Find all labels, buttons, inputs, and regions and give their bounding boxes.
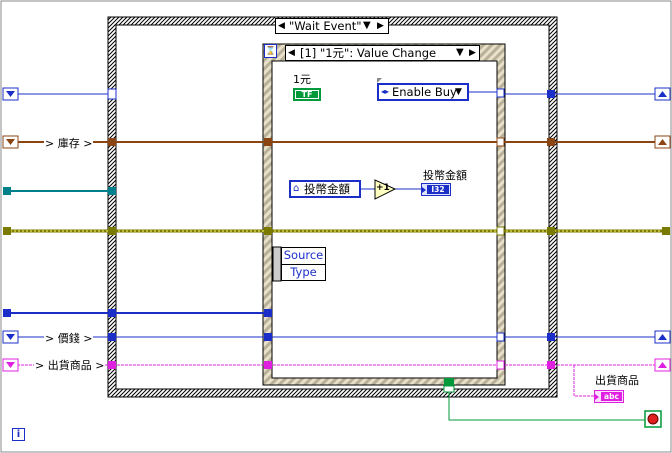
coin-indicator-caption: 投幣金額	[423, 169, 467, 182]
ev-tunnel-right-price	[496, 332, 505, 342]
inventory-wire-label: > 庫存 >	[44, 135, 94, 151]
price-wire-label: > 價錢 >	[44, 330, 94, 346]
ev-tunnel-left-blue-313	[264, 309, 272, 317]
tunnel-right-brown	[547, 138, 555, 146]
tunnel-right-price	[547, 333, 555, 341]
inner-event-prev-arrow[interactable]: ◀	[288, 48, 295, 58]
bool-control-caption: 1元	[293, 73, 311, 86]
enable-buy-arrows-icon: ◂▸	[381, 87, 390, 96]
left-terminal-blue-1[interactable]	[2, 87, 19, 101]
wire-dispensed-branch	[573, 365, 594, 397]
right-terminal-dispensed[interactable]	[654, 358, 671, 372]
right-terminal-olive[interactable]	[662, 227, 670, 235]
ev-tunnel-right-olive	[496, 226, 505, 236]
dispensed-indicator-terminal[interactable]: abc	[594, 390, 624, 403]
left-terminal-teal[interactable]	[3, 187, 11, 195]
event-data-type[interactable]: Type	[281, 264, 326, 281]
ev-tunnel-right-pink	[496, 360, 505, 370]
inner-event-timeout-terminal[interactable]: ⌛	[264, 44, 277, 58]
dispensed-indicator-type: abc	[601, 392, 622, 401]
left-terminal-inventory[interactable]	[2, 135, 19, 149]
ev-bottom-terminal	[444, 378, 454, 386]
tunnel-right-olive	[547, 227, 555, 235]
coin-local-label: 投幣金額	[304, 182, 350, 196]
ev-bottom-terminal-2	[443, 385, 455, 393]
ev-tunnel-right-blue-1	[496, 88, 505, 98]
tunnel-left-pink	[108, 361, 116, 369]
outer-case-selector[interactable]: ◀ "Wait Event" ▼ ▶	[275, 18, 389, 34]
right-terminal-inventory[interactable]	[654, 135, 671, 149]
outer-case-prev-arrow[interactable]: ◀	[278, 21, 285, 31]
event-data-type-label: Type	[290, 265, 317, 279]
tunnel-left-blue-1	[107, 88, 117, 100]
home-icon: ⌂	[293, 183, 300, 194]
ev-tunnel-right-brown	[496, 137, 505, 147]
event-data-source[interactable]: Source	[281, 247, 326, 264]
inner-event-next-arrow[interactable]: ▶	[469, 48, 476, 58]
tunnel-left-price	[108, 333, 116, 341]
event-data-node-bracket	[272, 246, 282, 282]
tunnel-left-teal	[108, 187, 116, 195]
coin-local-variable[interactable]: ⌂ 投幣金額	[289, 180, 361, 198]
left-terminal-blue-313[interactable]	[3, 309, 11, 317]
tunnel-left-brown	[108, 138, 116, 146]
outer-case-dropdown-icon[interactable]: ▼	[363, 20, 371, 31]
coin-indicator-arrow-icon	[422, 187, 426, 193]
inner-event-selector[interactable]: ◀ [1] "1元": Value Change ▼ ▶	[285, 45, 480, 61]
ev-tunnel-left-brown	[264, 138, 272, 146]
enable-buy-dropdown-icon[interactable]: ▼	[455, 87, 462, 97]
tunnel-left-blue-313	[108, 309, 116, 317]
bool-control-terminal-label: TF	[296, 91, 318, 99]
increment-label: +1	[376, 183, 390, 193]
coin-indicator-type: I32	[427, 185, 449, 194]
coin-indicator-terminal[interactable]: I32	[421, 183, 451, 196]
inner-event-dropdown-icon[interactable]: ▼	[456, 47, 464, 58]
increment-node[interactable]	[374, 179, 397, 200]
ev-tunnel-left-pink	[264, 361, 272, 369]
outer-case-selector-label: "Wait Event"	[289, 19, 362, 33]
enable-buy-label: Enable Buy	[392, 85, 457, 99]
tunnel-right-blue-1	[547, 90, 555, 98]
enable-buy-node[interactable]: ◂▸ Enable Buy ▼	[377, 83, 469, 101]
dispensed-wire-label: > 出貨商品 >	[34, 357, 106, 373]
info-icon[interactable]: i	[12, 428, 25, 441]
outer-case-next-arrow[interactable]: ▶	[377, 21, 384, 31]
left-terminal-price[interactable]	[2, 330, 19, 344]
right-terminal-blue-1[interactable]	[654, 87, 671, 101]
event-data-source-label: Source	[283, 248, 324, 262]
stop-button-terminal[interactable]	[644, 410, 662, 428]
bool-control-terminal[interactable]: TF	[293, 88, 321, 101]
wire-stop	[448, 384, 646, 421]
ev-tunnel-left-olive	[264, 227, 272, 235]
enable-buy-ref-marker	[377, 78, 382, 83]
inner-event-selector-label: [1] "1元": Value Change	[300, 46, 437, 60]
ev-tunnel-left-price	[264, 333, 272, 341]
left-terminal-olive[interactable]	[3, 227, 11, 235]
right-terminal-price[interactable]	[654, 330, 671, 344]
dispensed-indicator-arrow-icon	[595, 394, 599, 400]
tunnel-left-olive	[108, 227, 116, 235]
inner-event-interior	[271, 60, 498, 379]
dispensed-indicator-caption: 出貨商品	[595, 374, 639, 387]
tunnel-right-pink	[547, 361, 555, 369]
left-terminal-dispensed[interactable]	[2, 358, 19, 372]
